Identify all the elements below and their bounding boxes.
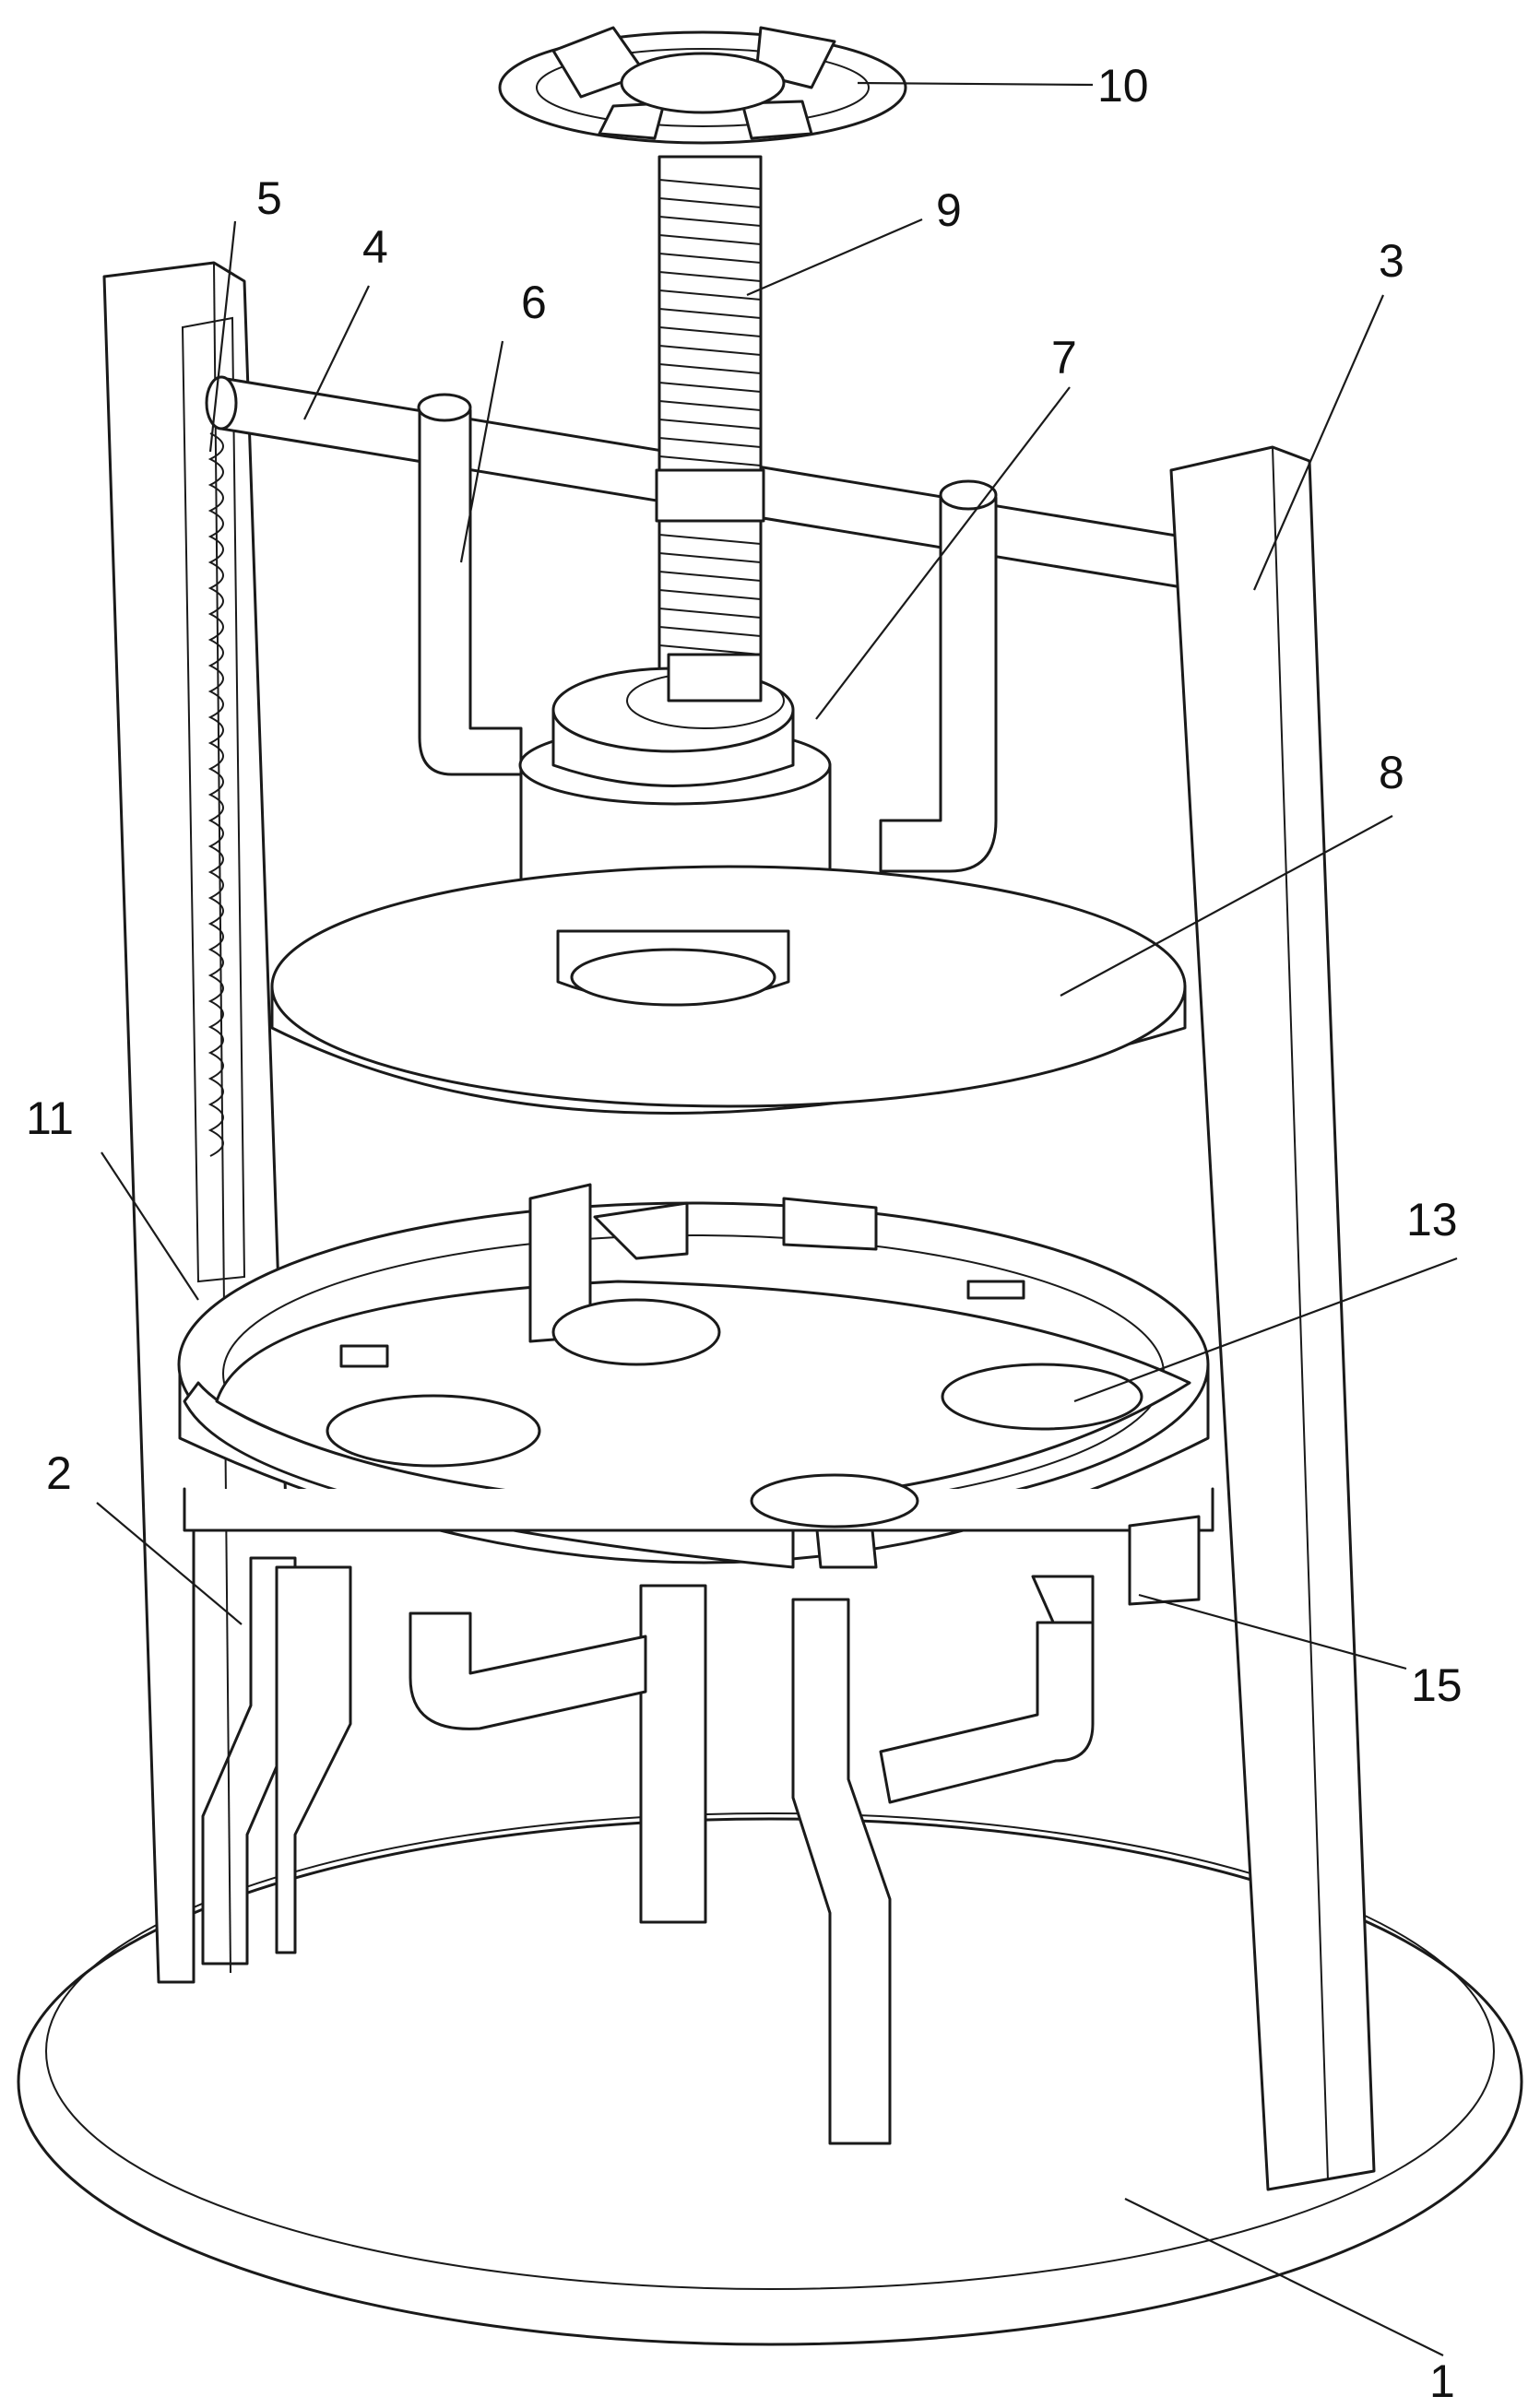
right-guide-post bbox=[1169, 445, 1376, 2191]
callout-15: 15 bbox=[1411, 1659, 1463, 1711]
callout-13: 13 bbox=[1406, 1194, 1458, 1245]
mold-holes bbox=[326, 1280, 1143, 1529]
callout-8: 8 bbox=[1379, 747, 1404, 798]
callout-1: 1 bbox=[1429, 2355, 1455, 2407]
callout-6: 6 bbox=[521, 277, 547, 328]
base-plate bbox=[17, 1812, 1523, 2346]
mold-tray bbox=[177, 1183, 1214, 1606]
lower-struts bbox=[409, 1611, 1095, 1804]
callout-2: 2 bbox=[46, 1447, 72, 1499]
lower-support-legs bbox=[201, 1556, 1095, 2145]
handwheel bbox=[498, 26, 907, 145]
leader-lines bbox=[96, 81, 1458, 2356]
callout-10: 10 bbox=[1097, 60, 1149, 112]
spring bbox=[207, 432, 224, 1157]
callout-9: 9 bbox=[936, 184, 962, 236]
callout-4: 4 bbox=[362, 221, 388, 273]
callout-5: 5 bbox=[256, 172, 282, 224]
press-plate bbox=[270, 865, 1187, 1115]
callout-labels: 10 9 5 4 6 7 3 8 11 13 2 15 1 bbox=[26, 60, 1463, 2407]
callout-11: 11 bbox=[26, 1092, 74, 1144]
hanger-brackets bbox=[417, 393, 998, 873]
screw-rod bbox=[655, 155, 765, 712]
callout-3: 3 bbox=[1379, 235, 1404, 287]
callout-7: 7 bbox=[1051, 332, 1077, 384]
